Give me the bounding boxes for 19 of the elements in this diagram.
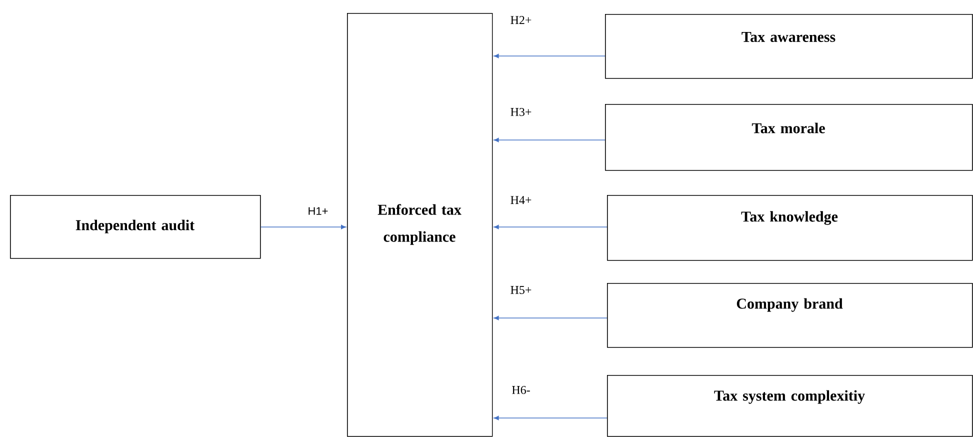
- box: Independent audit: [10, 195, 261, 259]
- box: Tax morale: [605, 104, 973, 171]
- arrow: [260, 224, 346, 230]
- arrow: [494, 54, 606, 58]
- edge-label: H4+: [509, 195, 533, 205]
- box: Company brand: [607, 283, 973, 348]
- edge-label: H2+: [509, 15, 533, 25]
- arrow: [494, 316, 608, 320]
- edge-label: H6-: [510, 384, 532, 396]
- box: Tax system complexitiy: [607, 375, 973, 437]
- edge-label: H3+: [509, 106, 533, 118]
- edge-label: H5+: [509, 285, 533, 295]
- arrow: [494, 416, 608, 420]
- edge-label: H1+: [306, 206, 330, 216]
- arrow: [494, 138, 606, 142]
- arrow: [494, 224, 608, 230]
- box: Tax knowledge: [607, 195, 973, 261]
- box: Enforced tax compliance: [347, 13, 493, 437]
- box: Tax awareness: [605, 14, 973, 79]
